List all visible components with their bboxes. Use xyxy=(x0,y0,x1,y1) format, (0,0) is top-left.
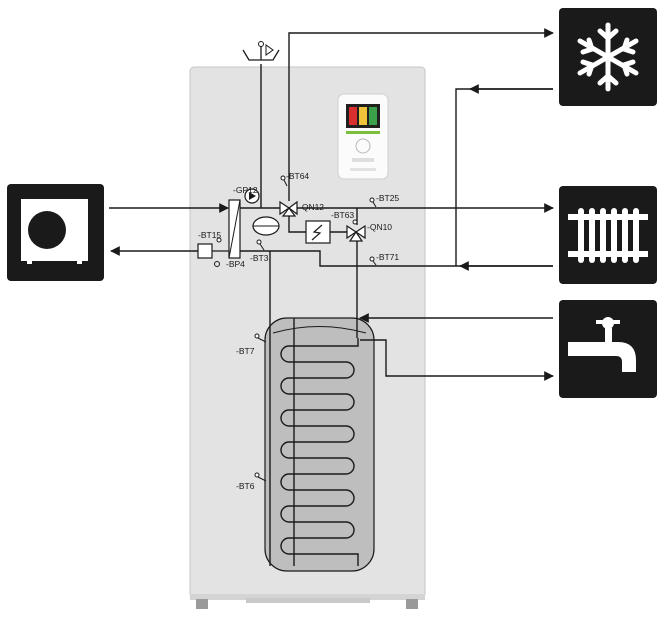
circulation-pump-gp12 xyxy=(244,188,260,204)
heat-exchanger-bp4 xyxy=(228,199,241,259)
radiator-icon xyxy=(559,186,657,284)
label-bt6: -BT6 xyxy=(236,481,255,491)
label-bt25: -BT25 xyxy=(376,193,399,203)
outdoor-heat-pump-icon xyxy=(7,184,104,281)
label-gp12: -GP12 xyxy=(233,185,258,195)
tap-icon xyxy=(559,300,657,398)
sensor-markers xyxy=(216,175,377,482)
hot-water-tank xyxy=(264,317,375,572)
label-bt3: -BT3 xyxy=(250,253,269,263)
expansion-vessel xyxy=(252,216,280,236)
air-vent-icon xyxy=(242,41,280,61)
valve-qn12 xyxy=(279,200,298,217)
component-labels: -GP12 -BT64 -QN12 -BT25 -BT63 -QN10 -BT1… xyxy=(198,171,399,491)
snowflake-icon xyxy=(559,8,657,106)
pipework xyxy=(109,28,554,566)
label-bt64: -BT64 xyxy=(286,171,309,181)
label-bp4: -BP4 xyxy=(226,259,245,269)
label-bt15: -BT15 xyxy=(198,230,221,240)
label-bt7: -BT7 xyxy=(236,346,255,356)
label-bt63: -BT63 xyxy=(331,210,354,220)
sensor-box-bt15 xyxy=(197,243,229,267)
label-bt71: -BT71 xyxy=(376,252,399,262)
label-qn10: -QN10 xyxy=(367,222,392,232)
immersion-heater xyxy=(305,220,331,244)
label-qn12: -QN12 xyxy=(299,202,324,212)
heating-coil xyxy=(280,338,359,566)
valve-qn10 xyxy=(346,224,366,242)
control-display-icon xyxy=(337,93,389,180)
